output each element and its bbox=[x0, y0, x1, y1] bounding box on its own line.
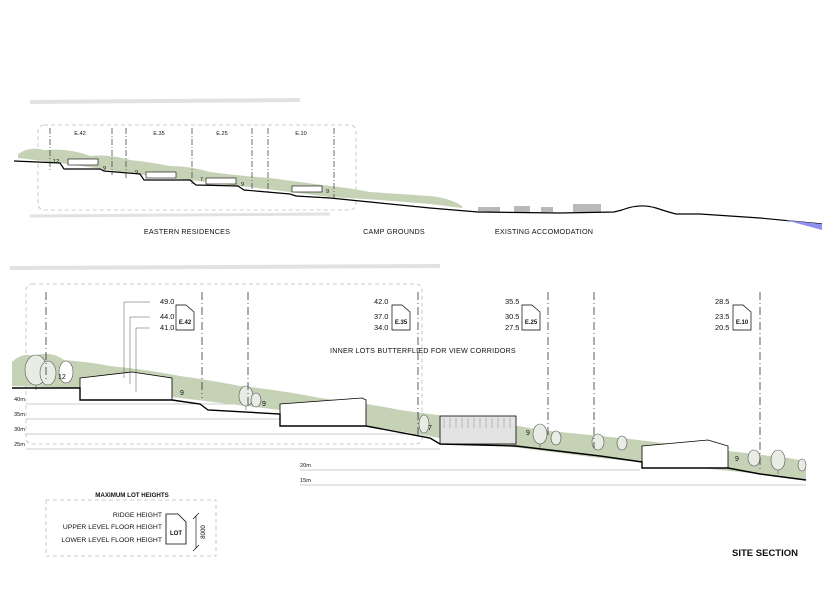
contour-label: 25m bbox=[14, 442, 25, 448]
lower-lot-lines bbox=[45, 292, 761, 470]
upper-lot-label: E.25 bbox=[216, 131, 228, 137]
upper-floor-height-value: 44.0 bbox=[160, 312, 174, 321]
lower-step-label: 7 bbox=[428, 425, 432, 432]
upper-lot-label: E.35 bbox=[153, 131, 165, 137]
legend-dimension: 8000 bbox=[200, 525, 207, 539]
lot-height-callout: 49.0 44.0 41.0 E.42 bbox=[160, 297, 195, 332]
lot-tag: E.25 bbox=[525, 320, 538, 326]
lot-tag: E.10 bbox=[736, 320, 749, 326]
drawing-title: SITE SECTION bbox=[732, 548, 798, 559]
lower-floor-height-value: 41.0 bbox=[160, 323, 174, 332]
upper-lot-lines bbox=[49, 128, 335, 198]
contour-label: 30m bbox=[14, 427, 25, 433]
legend-row-upper-floor: UPPER LEVEL FLOOR HEIGHT bbox=[63, 524, 162, 531]
upper-lot-label: E.42 bbox=[74, 131, 86, 137]
legend-row-ridge: RIDGE HEIGHT bbox=[113, 512, 162, 519]
lower-step-label: 9 bbox=[526, 430, 530, 437]
zone-label-existing-accommodation: EXISTING ACCOMODATION bbox=[495, 227, 593, 236]
lot-height-callout: 35.5 30.5 27.5 E.25 bbox=[505, 297, 541, 332]
lower-vegetation bbox=[12, 353, 806, 480]
zone-label-eastern-residences: EASTERN RESIDENCES bbox=[144, 227, 230, 236]
contour-label: 15m bbox=[300, 478, 311, 484]
lower-floor-height-value: 34.0 bbox=[374, 323, 388, 332]
upper-step-label: 7 bbox=[200, 177, 203, 183]
zone-label-camp-grounds: CAMP GROUNDS bbox=[363, 227, 425, 236]
lower-step-label: 9 bbox=[735, 456, 739, 463]
upper-lot-boundary bbox=[37, 124, 357, 211]
lot-tag: E.42 bbox=[179, 320, 192, 326]
height-leaders bbox=[123, 301, 150, 392]
ridge-height-value: 28.5 bbox=[715, 297, 729, 306]
upper-step-label: 12 bbox=[53, 159, 59, 165]
lower-section: 40m 35m 30m 25m 20m 15m bbox=[12, 283, 807, 486]
lot-tag-icon bbox=[165, 513, 187, 545]
legend-row-lower-floor: LOWER LEVEL FLOOR HEIGHT bbox=[61, 537, 162, 544]
upper-step-label: 9 bbox=[135, 170, 138, 176]
lower-ground-line bbox=[12, 387, 807, 481]
upper-vegetation bbox=[18, 148, 462, 208]
legend-max-lot-heights: MAXIMUM LOT HEIGHTS RIDGE HEIGHT UPPER L… bbox=[45, 492, 217, 557]
upper-floor-height-value: 30.5 bbox=[505, 312, 519, 321]
ridge-height-value: 49.0 bbox=[160, 297, 174, 306]
lower-step-label: 9 bbox=[262, 401, 266, 408]
contour-label: 40m bbox=[14, 397, 25, 403]
legend-heading: MAXIMUM LOT HEIGHTS bbox=[95, 492, 169, 499]
upper-step-label: 9 bbox=[103, 166, 106, 172]
lot-tag: E.35 bbox=[395, 320, 408, 326]
upper-section: E.42 E.35 E.25 E.10 12 9 9 7 9 9 EASTERN… bbox=[13, 124, 823, 236]
butterfly-note: INNER LOTS BUTTERFLIED FOR VIEW CORRIDOR… bbox=[330, 346, 516, 355]
lower-floor-height-value: 20.5 bbox=[715, 323, 729, 332]
lot-height-callout: 28.5 23.5 20.5 E.10 bbox=[715, 297, 752, 332]
lot-height-callout: 42.0 37.0 34.0 E.35 bbox=[374, 297, 411, 332]
contour-label: 35m bbox=[14, 412, 25, 418]
hatched-deck bbox=[443, 418, 511, 428]
upper-step-label: 9 bbox=[241, 182, 244, 188]
faint-guides bbox=[9, 98, 441, 270]
lower-step-label: 12 bbox=[58, 374, 66, 381]
contour-label: 20m bbox=[300, 463, 311, 469]
upper-step-label: 9 bbox=[326, 189, 329, 195]
lower-step-label: 9 bbox=[180, 390, 184, 397]
lower-dwellings bbox=[79, 371, 729, 469]
upper-ground-line bbox=[13, 160, 823, 225]
lower-floor-height-value: 27.5 bbox=[505, 323, 519, 332]
existing-accommodation-buildings bbox=[478, 204, 601, 212]
legend-lot-tag: LOT bbox=[170, 531, 182, 537]
upper-floor-height-value: 37.0 bbox=[374, 312, 388, 321]
water bbox=[785, 220, 822, 230]
ridge-height-value: 35.5 bbox=[505, 297, 519, 306]
ridge-height-value: 42.0 bbox=[374, 297, 388, 306]
upper-floor-height-value: 23.5 bbox=[715, 312, 729, 321]
contour-lines bbox=[26, 403, 806, 486]
upper-lot-label: E.10 bbox=[295, 131, 307, 137]
upper-dwellings bbox=[67, 158, 323, 193]
